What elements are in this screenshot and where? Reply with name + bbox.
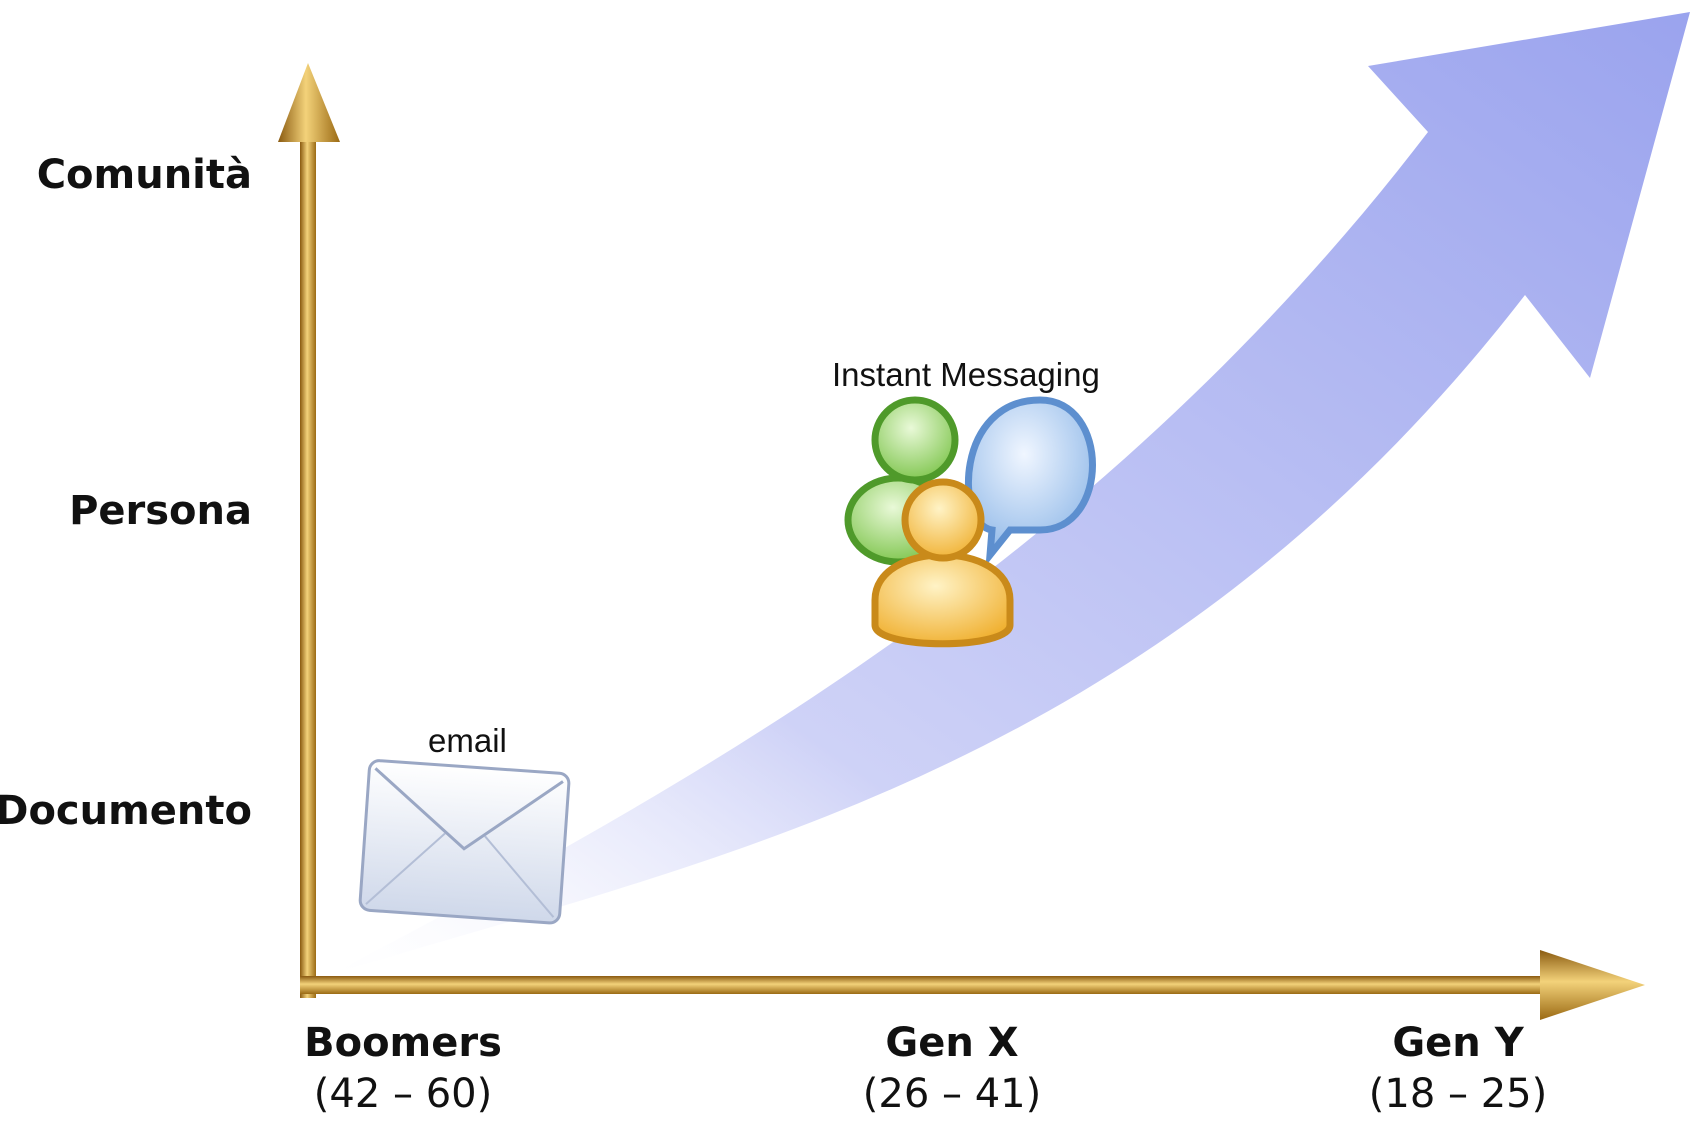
x-group-name: Gen Y: [1392, 1020, 1524, 1066]
y-axis-arrowhead: [278, 63, 340, 142]
x-group-range: (18 – 25): [1368, 1071, 1548, 1117]
x-group-gen-y: Gen Y (18 – 25): [1298, 1018, 1618, 1120]
trend-arrow: [330, 12, 1690, 975]
x-group-range: (42 – 60): [313, 1071, 493, 1117]
x-group-name: Gen X: [885, 1020, 1019, 1066]
y-level-comunita: Comunità: [36, 152, 252, 198]
email-label: email: [428, 722, 507, 759]
x-axis-line: [300, 976, 1560, 994]
envelope-icon: [358, 759, 571, 925]
instant-messaging-icon: [844, 396, 1096, 648]
instant-messaging-label: Instant Messaging: [832, 356, 1100, 393]
y-level-persona: Persona: [69, 488, 252, 534]
x-group-gen-x: Gen X (26 – 41): [792, 1018, 1112, 1120]
x-group-name: Boomers: [304, 1020, 502, 1066]
x-axis-arrowhead: [1540, 950, 1645, 1020]
y-axis-line: [300, 130, 316, 998]
x-group-boomers: Boomers (42 – 60): [243, 1018, 563, 1120]
x-group-range: (26 – 41): [862, 1071, 1042, 1117]
y-level-documento: Documento: [0, 788, 252, 834]
